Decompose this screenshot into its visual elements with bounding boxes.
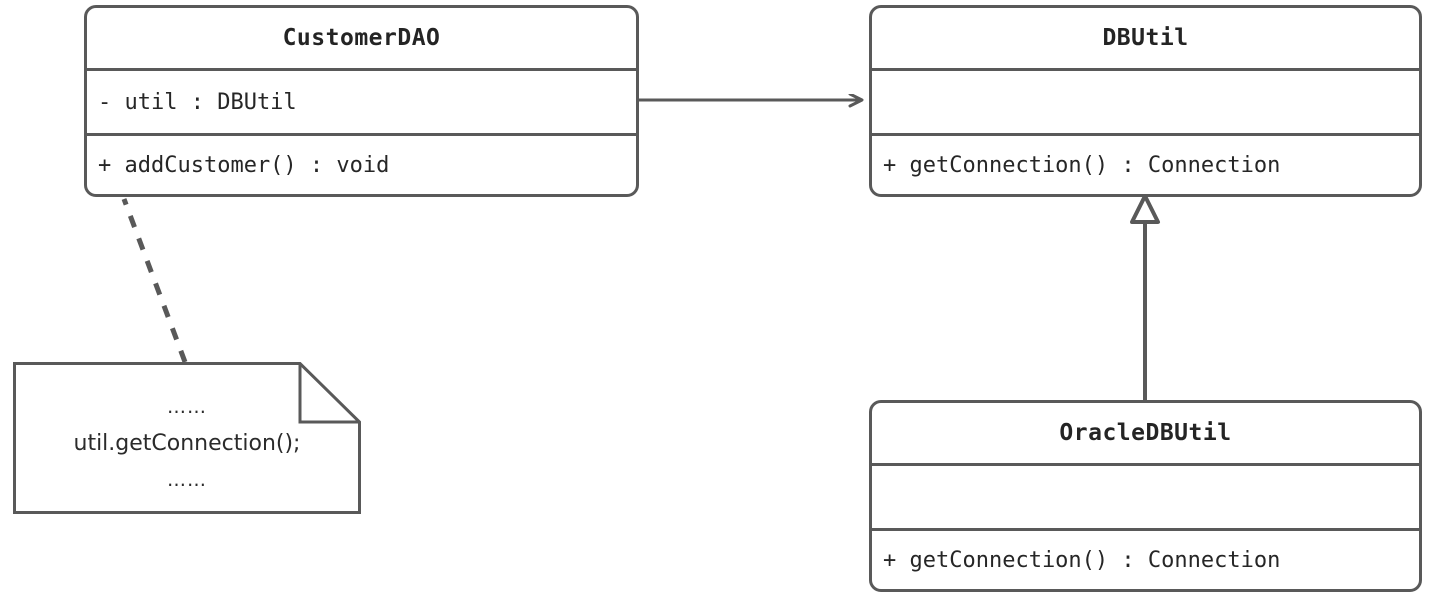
hollow-triangle-arrowhead xyxy=(1130,194,1160,224)
class-operation-oracledbutil-0: + getConnection() : Connection xyxy=(883,547,1281,573)
uml-class-dbutil[interactable]: DBUtil + getConnection() : Connection xyxy=(869,5,1422,197)
note-outline xyxy=(13,362,361,514)
class-attribute-customerdao-0: - util : DBUtil xyxy=(87,71,636,136)
note-line-0: …… xyxy=(167,396,207,419)
note-body: …… util.getConnection(); …… xyxy=(13,362,361,514)
uml-note-util-call[interactable]: …… util.getConnection(); …… xyxy=(13,362,361,514)
note-line-2: …… xyxy=(167,469,207,492)
class-attribute-dbutil-0 xyxy=(872,71,1419,136)
class-operation-customerdao-0: + addCustomer() : void xyxy=(98,152,390,178)
class-name-oracledbutil: OracleDBUtil xyxy=(872,403,1419,466)
note-fold-corner-icon xyxy=(298,363,360,424)
note-shape xyxy=(13,362,361,514)
note-line-1: util.getConnection(); xyxy=(73,430,301,456)
class-attribute-oracledbutil-0 xyxy=(872,466,1419,531)
class-name-dbutil: DBUtil xyxy=(872,8,1419,71)
note-anchor-dashed-line xyxy=(121,198,188,363)
note-anchor-line xyxy=(121,198,188,363)
uml-class-customerdao[interactable]: CustomerDAO - util : DBUtil + addCustome… xyxy=(84,5,639,197)
class-operation-dbutil-0: + getConnection() : Connection xyxy=(883,152,1281,178)
uml-class-oracledbutil[interactable]: OracleDBUtil + getConnection() : Connect… xyxy=(869,400,1422,592)
class-name-customerdao: CustomerDAO xyxy=(87,8,636,71)
generalization-oracledbutil-to-dbutil xyxy=(1130,194,1160,400)
